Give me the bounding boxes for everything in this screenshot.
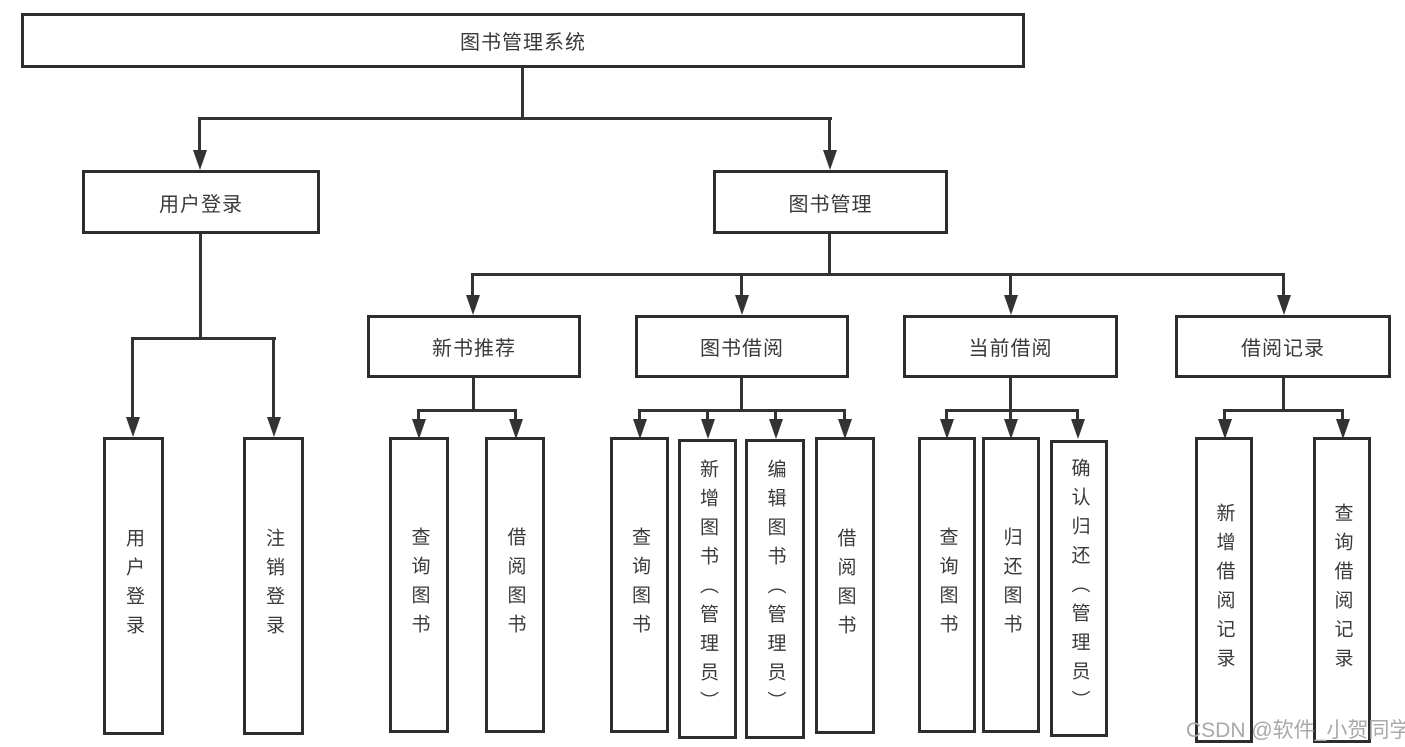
node-label: 借阅图书 [504,527,526,643]
node-label: 借阅图书 [834,527,856,644]
connector-line [417,409,420,421]
connector-line [1282,273,1285,297]
leaf-user-login: 用户登录 [103,437,164,735]
connector-line [774,409,777,421]
node-label: 新书推荐 [432,338,516,360]
connector-line [131,337,134,419]
node-label: 新增借阅记录 [1213,503,1235,677]
leaf-search-borrow-record: 查询借阅记录 [1313,437,1371,743]
leaf-add-books-admin: 新增图书（管理员） [678,439,737,739]
connector-line [843,409,846,421]
arrow-down-icon [267,417,281,437]
node-current-borrow: 当前借阅 [903,315,1118,378]
connector-line [417,409,517,412]
arrow-down-icon [735,295,749,315]
arrow-down-icon [1071,419,1085,439]
leaf-confirm-return-admin: 确认归还（管理员） [1050,440,1108,737]
arrow-down-icon [823,150,837,170]
connector-line [740,378,743,412]
connector-line [472,378,475,412]
connector-line [638,409,846,412]
leaf-borrow-books: 借阅图书 [485,437,545,733]
arrow-down-icon [466,295,480,315]
arrow-down-icon [1218,419,1232,439]
arrow-down-icon [940,419,954,439]
arrow-down-icon [126,417,140,437]
connector-line [521,68,524,120]
connector-line [272,337,275,419]
node-book-borrow: 图书借阅 [635,315,849,378]
node-label: 查询图书 [629,527,650,643]
connector-line [945,409,948,421]
leaf-borrow-books: 借阅图书 [815,437,875,734]
arrow-down-icon [412,419,426,439]
leaf-search-books: 查询图书 [389,437,449,733]
arrow-down-icon [769,419,783,439]
node-label: 图书借阅 [700,338,784,360]
node-root-system: 图书管理系统 [21,13,1025,68]
arrow-down-icon [1004,419,1018,439]
connector-line [1282,378,1285,412]
connector-line [131,337,276,340]
connector-line [471,273,474,297]
node-label: 查询借阅记录 [1331,503,1353,677]
connector-line [198,117,832,120]
node-label: 查询图书 [936,527,958,643]
arrow-down-icon [633,419,647,439]
csdn-watermark: CSDN @软件_小贺同学 [1186,719,1405,742]
node-label: 新增图书（管理员） [697,458,718,720]
connector-line [1009,378,1012,412]
leaf-return-books: 归还图书 [982,437,1040,733]
node-new-book-recommend: 新书推荐 [367,315,581,378]
connector-line [740,273,743,297]
node-label: 用户登录 [123,528,144,644]
node-label: 归还图书 [1000,527,1022,643]
arrow-down-icon [838,419,852,439]
leaf-add-borrow-record: 新增借阅记录 [1195,437,1253,743]
node-label: 注销登录 [263,528,284,644]
connector-line [199,234,202,340]
leaf-edit-books-admin: 编辑图书（管理员） [745,439,805,739]
leaf-search-books: 查询图书 [918,437,976,733]
connector-line [638,409,641,421]
connector-line [1223,409,1226,421]
arrow-down-icon [1004,295,1018,315]
connector-line [514,409,517,421]
connector-line [1009,273,1012,297]
node-label: 确认归还（管理员） [1068,458,1090,719]
arrow-down-icon [701,419,715,439]
connector-line [706,409,709,421]
connector-line [1341,409,1344,421]
connector-line [471,273,1285,276]
connector-line [1009,409,1012,421]
leaf-logout: 注销登录 [243,437,304,735]
arrow-down-icon [1336,419,1350,439]
arrow-down-icon [1277,295,1291,315]
node-borrow-records: 借阅记录 [1175,315,1391,378]
leaf-search-books: 查询图书 [610,437,669,733]
node-label: 图书管理系统 [460,32,586,54]
node-label: 用户登录 [159,193,243,216]
node-label: 图书管理 [788,193,873,216]
node-user-login: 用户登录 [82,170,320,234]
node-label: 查询图书 [408,527,430,643]
node-label: 编辑图书（管理员） [764,458,786,720]
connector-line [198,117,201,151]
node-label: 当前借阅 [968,338,1053,360]
connector-line [945,409,1079,412]
arrow-down-icon [509,419,523,439]
connector-line [1223,409,1344,412]
node-book-management: 图书管理 [713,170,948,234]
arrow-down-icon [193,150,207,170]
connector-line [828,117,831,151]
node-label: 借阅记录 [1241,338,1325,360]
connector-line [828,234,831,276]
connector-line [1076,409,1079,421]
